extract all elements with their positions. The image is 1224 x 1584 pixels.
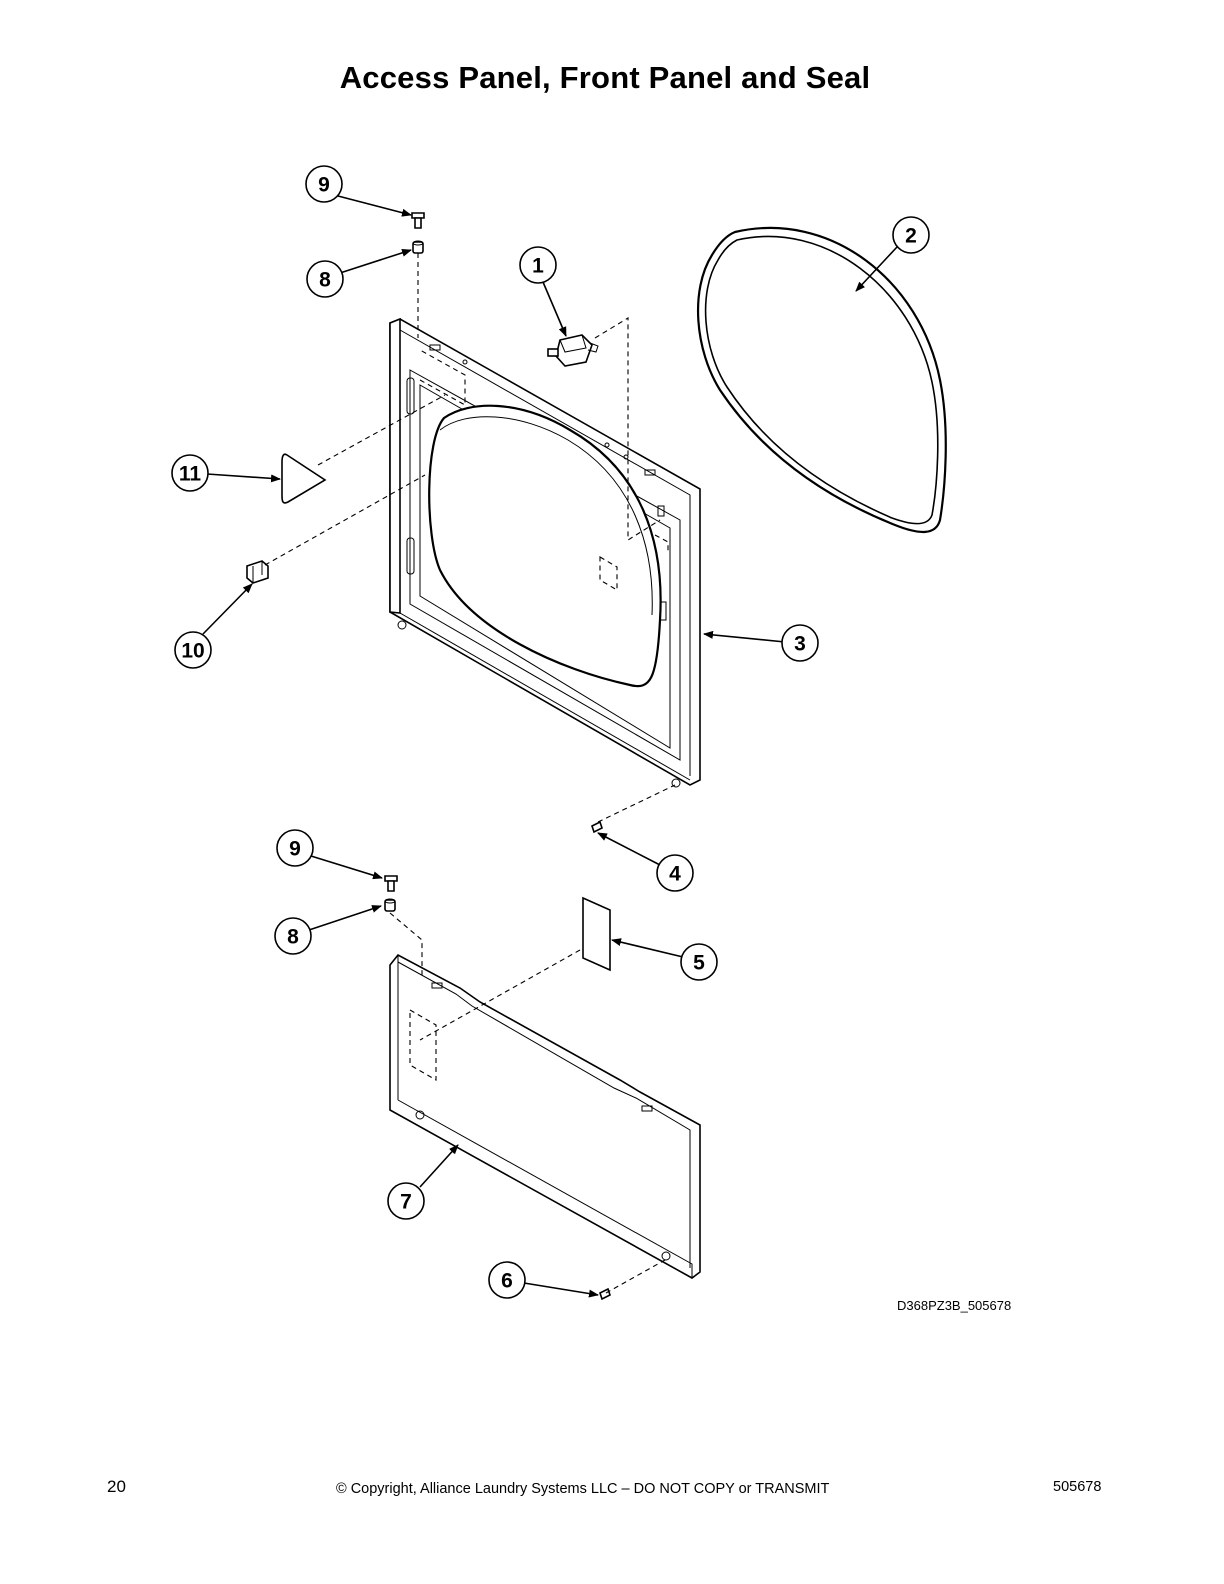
screw-4 bbox=[591, 784, 676, 834]
callout-10: 10 bbox=[174, 631, 212, 669]
svg-text:9: 9 bbox=[318, 174, 330, 197]
svg-text:3: 3 bbox=[794, 633, 806, 656]
leader-lines bbox=[202, 195, 898, 1298]
svg-text:11: 11 bbox=[179, 463, 202, 486]
svg-text:9: 9 bbox=[289, 838, 301, 861]
callout-8-bottom: 8 bbox=[274, 917, 312, 955]
spacer-top bbox=[412, 240, 424, 254]
footer-page-number: 20 bbox=[107, 1477, 126, 1496]
page-title: Access Panel, Front Panel and Seal bbox=[339, 60, 871, 95]
svg-text:10: 10 bbox=[181, 640, 204, 663]
callout-6: 6 bbox=[488, 1261, 526, 1299]
callout-2: 2 bbox=[892, 216, 930, 254]
svg-text:1: 1 bbox=[532, 255, 544, 278]
screw-bottom bbox=[384, 875, 398, 892]
info-card bbox=[419, 896, 611, 1041]
svg-text:5: 5 bbox=[693, 952, 705, 975]
screw-top bbox=[411, 212, 425, 229]
svg-text:8: 8 bbox=[287, 926, 299, 949]
front-panel bbox=[389, 317, 701, 788]
callout-8-top: 8 bbox=[306, 260, 344, 298]
access-panel bbox=[389, 953, 701, 1279]
callout-7: 7 bbox=[387, 1182, 425, 1220]
footer-doc-number: 505678 bbox=[1053, 1479, 1102, 1495]
callout-1: 1 bbox=[519, 246, 557, 284]
callout-11: 11 bbox=[171, 454, 209, 492]
callout-9-top: 9 bbox=[305, 165, 343, 203]
svg-text:8: 8 bbox=[319, 269, 331, 292]
diagram-code: D368PZ3B_505678 bbox=[897, 1298, 1012, 1313]
callout-4: 4 bbox=[656, 854, 694, 892]
spacer-bottom bbox=[384, 898, 396, 912]
callout-5: 5 bbox=[680, 943, 718, 981]
svg-text:7: 7 bbox=[400, 1191, 412, 1214]
warning-label bbox=[281, 394, 446, 504]
svg-text:6: 6 bbox=[501, 1270, 513, 1293]
screw-6 bbox=[599, 1259, 666, 1301]
callout-9-bottom: 9 bbox=[276, 829, 314, 867]
plug-button bbox=[246, 474, 426, 584]
seal bbox=[697, 226, 947, 533]
svg-text:2: 2 bbox=[905, 225, 917, 248]
footer-copyright: © Copyright, Alliance Laundry Systems LL… bbox=[336, 1481, 830, 1497]
svg-text:4: 4 bbox=[669, 863, 681, 886]
callout-3: 3 bbox=[781, 624, 819, 662]
door-switch bbox=[547, 317, 661, 541]
